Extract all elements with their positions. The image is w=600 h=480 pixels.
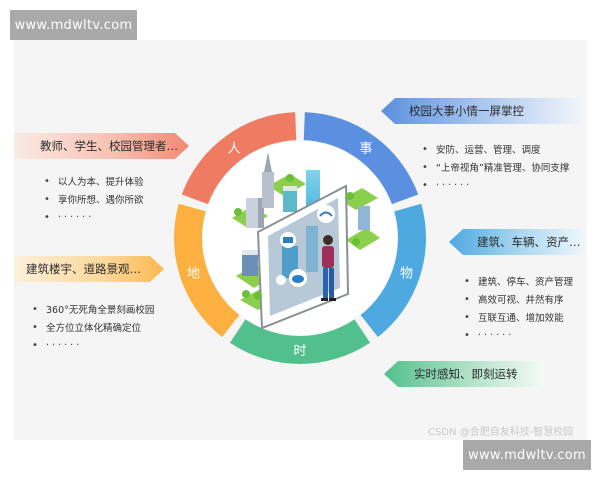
list-item: • 互联互通、增加效能	[464, 308, 573, 326]
bullet-icon: •	[464, 329, 470, 341]
source-credit: CSDN @合肥自友科技-智慧校园	[428, 427, 574, 438]
ring-segment-2	[229, 319, 371, 364]
bullet-icon: •	[464, 293, 470, 305]
list-item-text: 全方位立体化精确定位	[46, 323, 142, 334]
ring-segment-label: 物	[400, 267, 413, 282]
bullet-icon: •	[464, 275, 470, 287]
list-item: • 建筑、停车、资产管理	[464, 272, 573, 290]
banner-time: 实时感知、即刻运转	[384, 361, 544, 387]
bullet-icon: •	[32, 339, 38, 351]
watermark-top: www.mdwltv.com	[10, 10, 137, 40]
ring-segment-3	[174, 203, 240, 338]
ring-segment-0	[303, 112, 419, 205]
list-item: • · · · · · ·	[32, 336, 154, 354]
banner-place-title: 建筑楼宇、道路景观…	[26, 262, 141, 276]
ring-segment-label: 人	[228, 141, 241, 156]
list-item-text: 互联互通、增加效能	[478, 313, 564, 324]
bullet-icon: •	[32, 303, 38, 315]
banner-people-title: 教师、学生、校园管理者…	[40, 139, 178, 153]
list-item-text: · · · · · ·	[46, 339, 80, 351]
list-item-text: 高效可视、井然有序	[478, 295, 564, 306]
ring-segment-1	[360, 203, 426, 338]
list-item: • 360°无死角全景刻画校园	[32, 300, 154, 318]
bullet-icon: •	[422, 179, 428, 191]
bullet-icon: •	[44, 211, 50, 223]
watermark-text: www.mdwltv.com	[468, 447, 586, 463]
smart-campus-illustration	[232, 152, 380, 330]
ring-segment-labels: 事物时 地 人	[187, 141, 413, 359]
banner-events: 校园大事小情一屏掌控	[381, 98, 581, 124]
list-item-text: · · · · · ·	[58, 211, 92, 223]
banner-time-title: 实时感知、即刻运转	[414, 367, 518, 381]
list-place: • 360°无死角全景刻画校园 • 全方位立体化精确定位 • · · · · · ·	[32, 300, 154, 354]
list-item-text: 安防、运营、管理、调度	[436, 145, 541, 156]
list-item: • 高效可视、井然有序	[464, 290, 573, 308]
ring-segment-4	[181, 112, 297, 205]
list-item-text: · · · · · ·	[436, 179, 470, 191]
list-events: • 安防、运营、管理、调度 • “上帝视角”精准管理、协同支撑 • · · · · ·…	[422, 140, 569, 194]
list-item: • · · · · · ·	[422, 176, 569, 194]
list-item-text: 享你所想、遇你所欲	[58, 195, 144, 206]
list-people: • 以人为本、提升体验 • 享你所想、遇你所欲 • · · · · · ·	[44, 172, 144, 226]
list-item-text: 建筑、停车、资产管理	[478, 277, 574, 288]
watermark-text: www.mdwltv.com	[14, 17, 133, 33]
list-item-text: 360°无死角全景刻画校园	[46, 305, 155, 316]
list-things: • 建筑、停车、资产管理 • 高效可视、井然有序 • 互联互通、增加效能 • · · ·…	[464, 272, 573, 344]
list-item: • · · · · · ·	[464, 326, 573, 344]
list-item-text: · · · · · ·	[478, 329, 512, 341]
bullet-icon: •	[422, 161, 428, 173]
banner-people: 教师、学生、校园管理者…	[14, 133, 189, 159]
ring-segment-label: 时	[293, 344, 306, 359]
bullet-icon: •	[464, 311, 470, 323]
banner-things: 建筑、车辆、资产…	[449, 229, 587, 255]
list-item-text: “上帝视角”精准管理、协同支撑	[436, 163, 570, 174]
list-item: • 以人为本、提升体验	[44, 172, 144, 190]
list-item: • “上帝视角”精准管理、协同支撑	[422, 158, 569, 176]
banner-things-title: 建筑、车辆、资产…	[477, 235, 581, 249]
bullet-icon: •	[44, 193, 50, 205]
list-item: • · · · · · ·	[44, 208, 144, 226]
list-item: • 全方位立体化精确定位	[32, 318, 154, 336]
banner-place: 建筑楼宇、道路景观…	[14, 256, 164, 282]
list-item-text: 以人为本、提升体验	[58, 177, 144, 188]
ring-segment-label: 事	[359, 141, 372, 156]
ring-segment-label: 地	[187, 267, 200, 282]
banner-events-title: 校园大事小情一屏掌控	[409, 104, 524, 118]
watermark-bottom: www.mdwltv.com	[463, 440, 591, 470]
bullet-icon: •	[422, 143, 428, 155]
bullet-icon: •	[32, 321, 38, 333]
bullet-icon: •	[44, 175, 50, 187]
list-item: • 安防、运营、管理、调度	[422, 140, 569, 158]
list-item: • 享你所想、遇你所欲	[44, 190, 144, 208]
ring-segments	[174, 112, 426, 364]
